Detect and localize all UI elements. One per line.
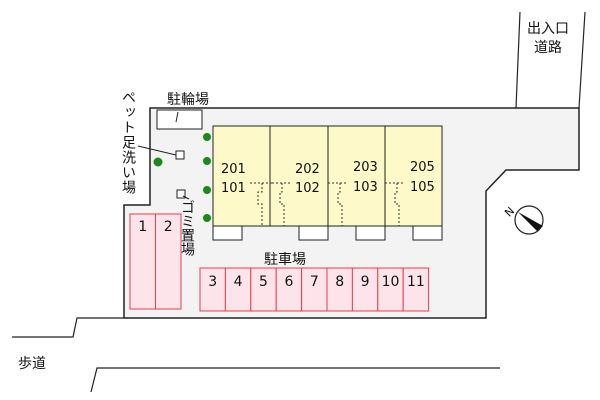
boundary-line [12,317,124,338]
stairs-outline [328,182,346,226]
parking-space-number: 3 [208,274,217,290]
parking-space-number: 5 [259,274,268,290]
unit-lower: 105 [410,180,435,195]
parking-space-number: 6 [284,274,293,290]
parking-space-number: 7 [310,274,319,290]
parking-space [275,267,303,312]
parking-space [250,267,277,312]
pet-wash-leader [137,145,177,156]
stairs-outline [272,182,290,226]
building: 201 101 202 102 203 103 205 105 [212,125,443,241]
unit-upper: 202 [295,162,320,177]
parking-space-number: 8 [335,274,344,290]
parking-label: 駐車場 [264,251,306,268]
parking-space [224,267,252,312]
parking-space-number: 11 [407,274,425,290]
pet-wash-label: ペット足洗い場 [120,90,136,195]
tree-icon [203,157,211,165]
balcony [212,225,243,241]
bike-shelter [156,109,203,130]
unit-upper: 201 [221,162,246,177]
bike-shelter-leader [175,111,179,123]
parking-space-number: 10 [382,274,400,290]
tree-icon [203,186,211,194]
road-edge-right [578,11,586,109]
parking-space-number: 9 [361,274,370,290]
garbage-leader [182,195,190,200]
road-edge-left [515,11,521,109]
garbage-label: ゴミ置場 [179,200,195,256]
stairs-outline [385,182,404,226]
stairs-outline [250,182,272,226]
parking-space [199,267,226,312]
parking-space [402,267,430,312]
unit-lower: 101 [221,181,246,196]
unit-upper: 205 [410,160,435,175]
tree-icon [203,133,211,141]
unit-lower: 102 [295,181,320,196]
bike-parking-label: 駐輪場 [167,91,209,108]
garbage-station [176,189,186,199]
balcony [412,225,443,241]
unit-lower: 103 [353,180,378,195]
parking-space-number: 2 [164,219,173,235]
tree-icon [203,214,211,222]
trees [153,133,211,222]
balcony [298,225,329,241]
sidewalk-line [90,367,500,393]
road-label: 道路 [534,40,562,56]
pet-wash-station [175,150,185,160]
sidewalk-label: 歩道 [18,356,46,372]
balcony [355,225,386,241]
tree-icon [153,157,163,167]
parking-space-number: 4 [234,274,243,290]
parking-space-number: 1 [138,219,147,235]
parking-space [301,267,328,312]
parking-space [351,267,379,312]
north-compass-icon: N [502,204,544,235]
parking-space [155,213,182,310]
unit-upper: 203 [353,160,378,175]
entrance-label: 出入口 [527,21,569,37]
